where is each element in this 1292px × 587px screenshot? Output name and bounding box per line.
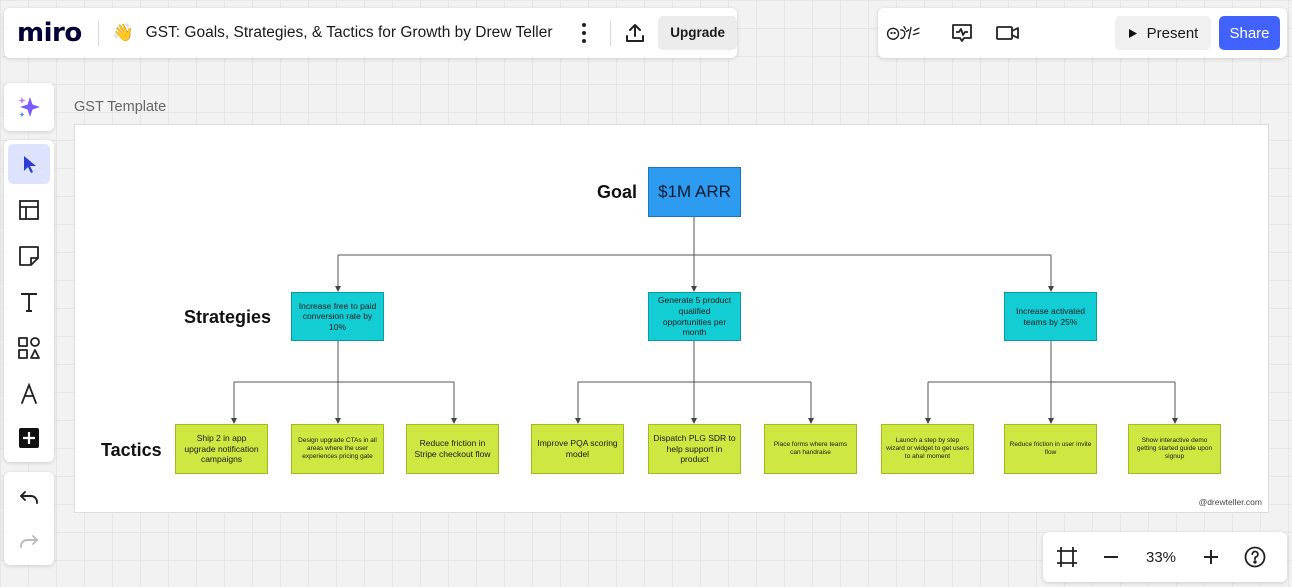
timer-button[interactable]: [944, 15, 980, 51]
tactic-sticky[interactable]: Launch a step by step wizard or widget t…: [881, 424, 974, 474]
tactics-row-label[interactable]: Tactics: [101, 440, 162, 460]
tactic-sticky[interactable]: Reduce friction in Stripe checkout flow: [406, 424, 499, 474]
share-button[interactable]: Share: [1219, 16, 1280, 50]
add-more-tool[interactable]: [8, 418, 50, 458]
help-button[interactable]: [1233, 537, 1277, 577]
connector-lines: [231, 217, 1178, 424]
sticky-note-icon: [19, 246, 39, 266]
goal-row-label[interactable]: Goal: [597, 182, 638, 202]
undo-icon: [20, 491, 38, 504]
text-tool[interactable]: [8, 282, 50, 322]
cursor-icon: [24, 156, 36, 173]
templates-tool[interactable]: [8, 190, 50, 230]
strategy-card[interactable]: Increase free to paid conversion rate by…: [291, 292, 384, 341]
fit-to-screen-button[interactable]: [1045, 537, 1089, 577]
help-circle-icon: [1244, 546, 1266, 568]
frame-title[interactable]: GST Template: [74, 99, 167, 115]
zoom-controls: 33%: [1043, 532, 1287, 582]
minus-icon: [1104, 556, 1118, 558]
video-call-button[interactable]: [990, 15, 1026, 51]
divider: [610, 20, 611, 46]
upload-icon: [625, 24, 644, 42]
text-icon: [21, 293, 37, 312]
redo-icon: [20, 535, 38, 548]
video-camera-icon: [996, 26, 1019, 40]
strategies-row-label[interactable]: Strategies: [184, 307, 272, 327]
play-icon: [1128, 28, 1137, 38]
present-button[interactable]: Present: [1115, 16, 1211, 50]
sparkle-icon: [18, 97, 40, 118]
tactic-sticky[interactable]: Ship 2 in app upgrade notification campa…: [175, 424, 268, 474]
zoom-level[interactable]: 33%: [1145, 548, 1177, 566]
zoom-in-button[interactable]: [1189, 537, 1233, 577]
ai-assist-button[interactable]: [4, 83, 54, 131]
upgrade-button[interactable]: Upgrade: [658, 16, 738, 50]
pen-tool[interactable]: [8, 374, 50, 414]
select-tool[interactable]: [8, 144, 50, 184]
present-label: Present: [1146, 24, 1199, 42]
credit-text: @drewteller.com: [1198, 497, 1262, 507]
presentation-chart-icon: [952, 24, 972, 42]
board-emoji-icon[interactable]: 👋: [112, 23, 134, 42]
gst-frame[interactable]: Goal Strategies Tactics $1M ARR Increase…: [74, 124, 1269, 513]
tactic-sticky[interactable]: Improve PQA scoring model: [531, 424, 624, 474]
history-panel: [4, 472, 54, 565]
more-options-button[interactable]: [577, 23, 593, 43]
pen-icon: [21, 383, 37, 404]
goal-card[interactable]: $1M ARR: [648, 167, 741, 217]
tactic-sticky[interactable]: Place forms where teams can handraise: [764, 424, 857, 474]
tactic-sticky[interactable]: Design upgrade CTAs in all areas where t…: [291, 424, 384, 474]
redo-button[interactable]: [8, 522, 50, 562]
undo-button[interactable]: [8, 478, 50, 518]
strategy-card[interactable]: Increase activated teams by 25%: [1004, 292, 1097, 341]
board-title[interactable]: GST: Goals, Strategies, & Tactics for Gr…: [145, 24, 553, 41]
tactic-sticky[interactable]: Show interactive demo getting started gu…: [1128, 424, 1221, 474]
tactic-sticky[interactable]: Reduce friction in user invite flow: [1004, 424, 1097, 474]
tools-toolbar: [4, 140, 54, 462]
strategy-card[interactable]: Generate 5 product qualified opportuniti…: [648, 292, 741, 341]
reactions-button[interactable]: [886, 15, 922, 51]
sticky-note-tool[interactable]: [8, 236, 50, 276]
frame-icon: [1057, 547, 1077, 567]
shapes-icon: [18, 337, 40, 359]
collaboration-bar: Present Share: [878, 8, 1287, 58]
zoom-out-button[interactable]: [1089, 537, 1133, 577]
miro-logo[interactable]: miro: [17, 18, 82, 48]
tactic-sticky[interactable]: Dispatch PLG SDR to help support in prod…: [648, 424, 741, 474]
board-header: miro 👋 GST: Goals, Strategies, & Tactics…: [4, 8, 738, 58]
shapes-tool[interactable]: [8, 328, 50, 368]
reactions-icon: [886, 26, 920, 40]
plus-square-icon: [19, 428, 39, 448]
divider: [97, 20, 99, 46]
template-layout-icon: [19, 200, 39, 220]
export-button[interactable]: [623, 18, 646, 48]
plus-icon: [1204, 550, 1218, 564]
